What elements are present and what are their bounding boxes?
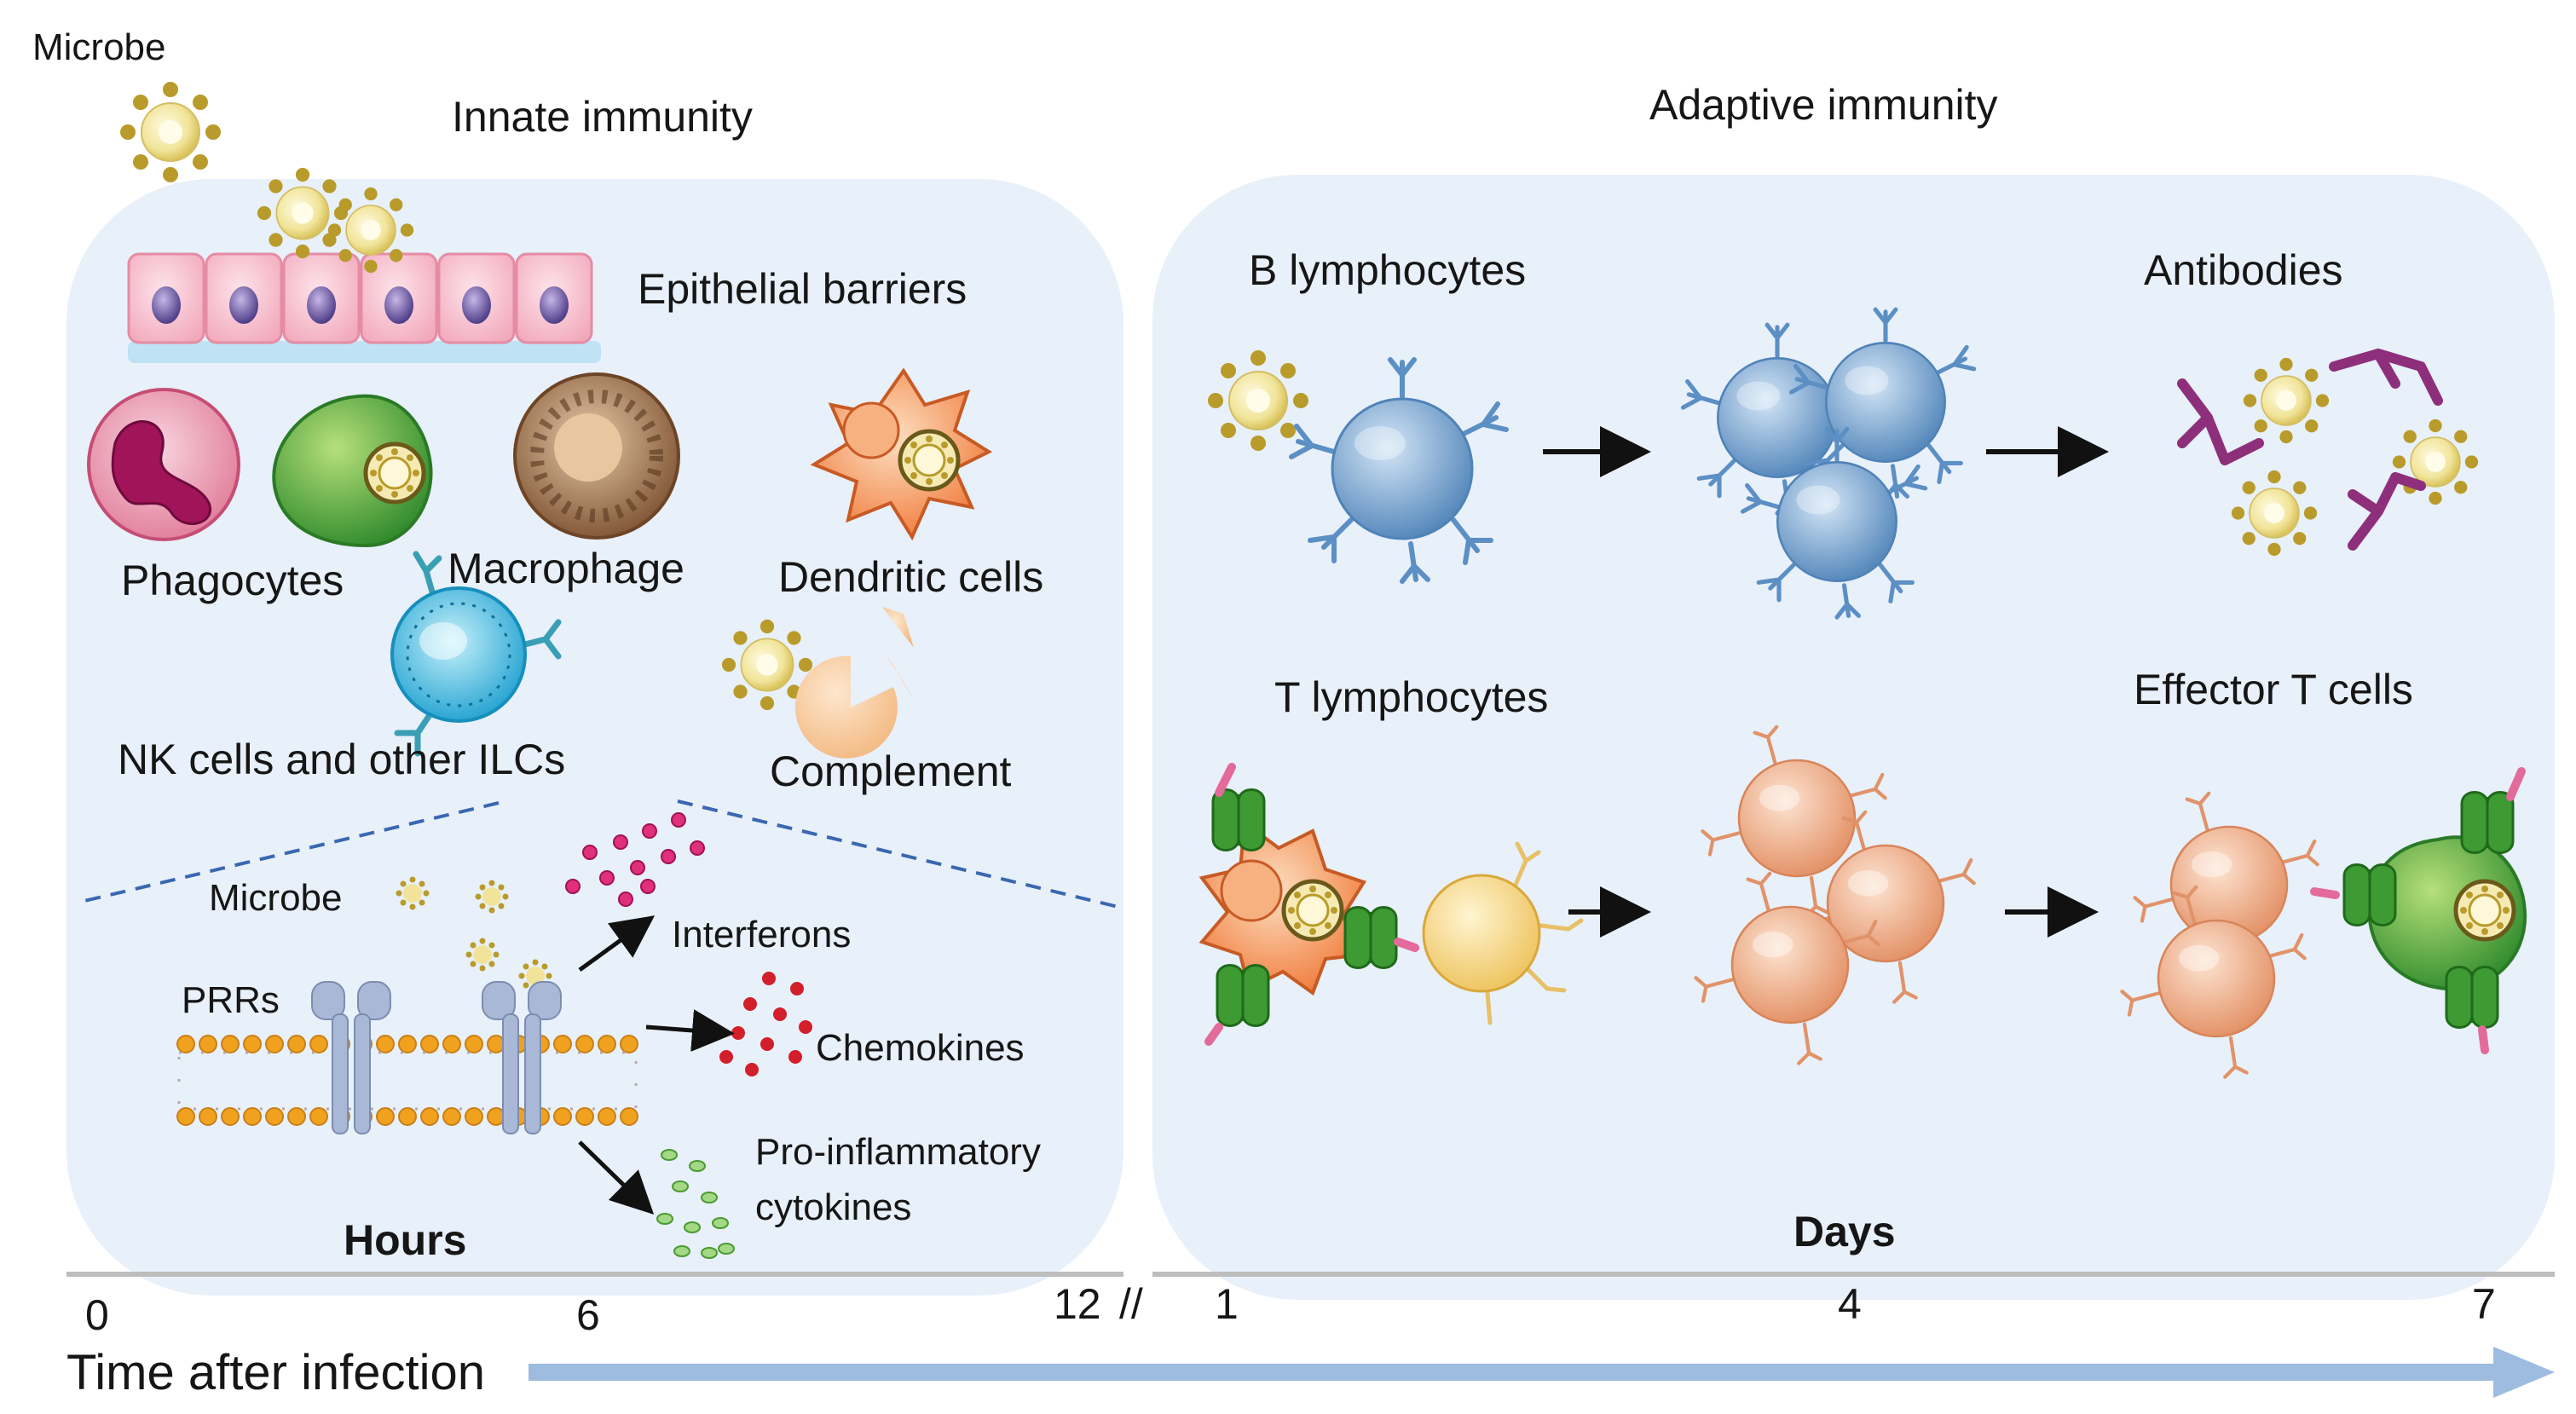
cytokines-label-2: cytokines [755,1186,912,1228]
effector-label: Effector T cells [2134,666,2413,713]
epithelial-barrier-icon [127,166,601,363]
naive-t-cell-icon [1422,841,1584,1025]
chemokines-label: Chemokines [816,1027,1025,1069]
days-label: Days [1793,1208,1896,1255]
time-arrow [528,1347,2555,1398]
arrow-to-chemokines [645,1009,735,1052]
phagocyte-green-icon [272,394,433,548]
arrow-to-cytokines [578,1140,655,1215]
interferons-label: Interferons [672,914,852,955]
t-lymph-label: T lymphocytes [1274,673,1549,721]
nk-cell-icon [390,551,562,757]
cytokines-label-1: Pro-inflammatory [755,1131,1041,1173]
zoom-line-left [80,801,500,903]
tick-1: 1 [1215,1280,1239,1328]
antigen-presenting-cell-icon [1198,763,1419,1046]
tick-7: 7 [2472,1280,2496,1328]
cytokines-icon [656,1149,735,1259]
microbe-icon [119,81,222,183]
adaptive-title: Adaptive immunity [1649,81,1998,129]
complement-icon [720,607,914,759]
tick-6: 6 [576,1291,600,1339]
antibodies-label: Antibodies [2144,246,2343,294]
hours-label: Hours [344,1216,467,1264]
macrophage-icon [513,372,680,540]
macrophage-label: Macrophage [448,545,684,592]
cell-membrane-icon [176,981,638,1134]
top-microbe-label: Microbe [32,26,166,68]
phagocytes-label: Phagocytes [121,557,344,604]
antibodies-icon [2177,348,2480,557]
b-lymph-label: B lymphocytes [1249,246,1527,294]
effector-t-cells-icon [2123,767,2527,1077]
tick-0: 0 [85,1291,109,1339]
adaptive-panel [1152,175,2555,1300]
innate-title: Innate immunity [452,93,753,141]
inset-microbe-label: Microbe [209,877,343,919]
tick-break: // [1119,1280,1143,1328]
tick-4: 4 [1838,1280,1862,1328]
neutrophil-icon [87,388,240,541]
arrow-to-interferons [578,915,656,972]
interferons-icon [565,812,705,907]
dendritic-label: Dendritic cells [778,553,1044,601]
tick-12: 12 [1054,1280,1101,1328]
complement-label: Complement [770,747,1012,795]
dendritic-cell-icon [810,367,993,541]
microbe-icon [1207,349,1309,452]
prrs-label: PRRs [182,979,280,1021]
time-axis-label: Time after infection [66,1345,486,1400]
nk-label: NK cells and other ILCs [118,736,566,783]
epithelial-label: Epithelial barriers [638,265,967,313]
chemokines-icon [719,972,812,1076]
